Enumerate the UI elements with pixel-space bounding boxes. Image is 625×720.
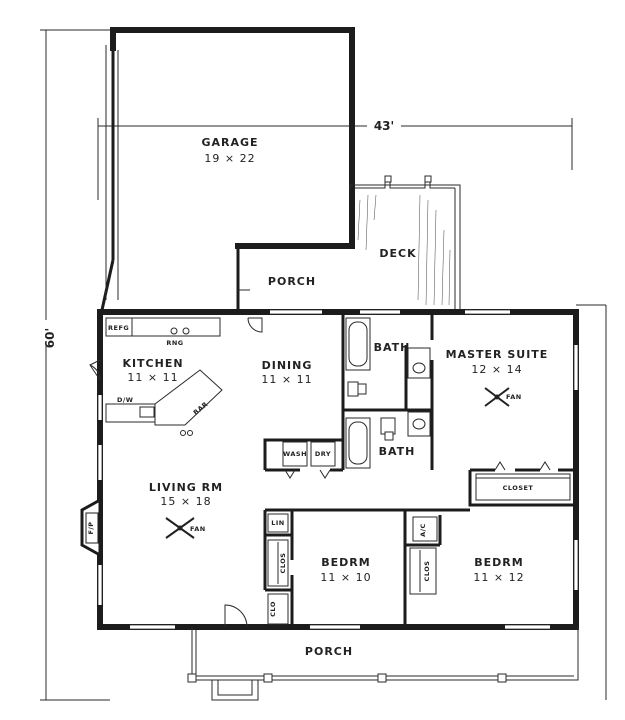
fan-label-living: FAN (190, 525, 206, 533)
ceiling-fan-icon-living (165, 517, 195, 539)
garage-size: 19 × 22 (204, 152, 255, 165)
fireplace-label: F/P (87, 521, 95, 534)
garage-walls (100, 27, 355, 311)
closet-1-label: CLOS (279, 553, 287, 574)
range-label: RNG (166, 339, 183, 347)
linen-label: LIN (271, 519, 285, 527)
bedroom-1-label: BEDRM (321, 556, 370, 569)
closet-label: CLOSET (503, 484, 534, 492)
refrigerator-label: REFG (108, 324, 129, 332)
master-closet (475, 461, 571, 501)
deck-label: DECK (379, 247, 416, 260)
living-room-size: 15 × 18 (160, 495, 211, 508)
kitchen-label: KITCHEN (122, 357, 183, 370)
kitchen-size: 11 × 11 (127, 371, 178, 384)
dining-label: DINING (262, 359, 313, 372)
bath-2-label: BATH (379, 445, 416, 458)
deck-outline (349, 175, 461, 310)
garage-label: GARAGE (201, 136, 258, 149)
closet-2-label: CLOS (423, 561, 431, 582)
fireplace (80, 497, 102, 558)
rear-porch-label: PORCH (268, 275, 316, 288)
closet-3-label: CLO (269, 601, 277, 617)
washer-label: WASH (283, 450, 307, 458)
windows (97, 309, 579, 630)
depth-dimension: 60' (43, 328, 57, 348)
bath-fixtures (345, 317, 431, 469)
living-room-label: LIVING RM (149, 481, 223, 494)
master-suite-label: MASTER SUITE (446, 348, 549, 361)
fan-label-master: FAN (506, 393, 522, 401)
ceiling-fan-icon-master (484, 387, 510, 407)
ac-label: A/C (419, 523, 427, 537)
front-porch-label: PORCH (305, 645, 353, 658)
dryer-label: DRY (315, 450, 331, 458)
bedroom-2-size: 11 × 12 (473, 571, 524, 584)
master-suite-size: 12 × 14 (471, 363, 522, 376)
dimension-lines (40, 29, 607, 701)
bedroom-2-label: BEDRM (474, 556, 523, 569)
dishwasher-label: D/W (117, 396, 133, 404)
width-dimension: 43' (374, 119, 394, 133)
kitchen-fixtures (89, 317, 223, 436)
front-porch-outline (187, 627, 579, 701)
rear-porch-walls (236, 246, 250, 310)
laundry-fixtures (282, 441, 336, 479)
bedroom-1-size: 11 × 10 (320, 571, 371, 584)
interior-walls (263, 312, 576, 627)
bath-1-label: BATH (374, 341, 411, 354)
dining-size: 11 × 11 (261, 373, 312, 386)
